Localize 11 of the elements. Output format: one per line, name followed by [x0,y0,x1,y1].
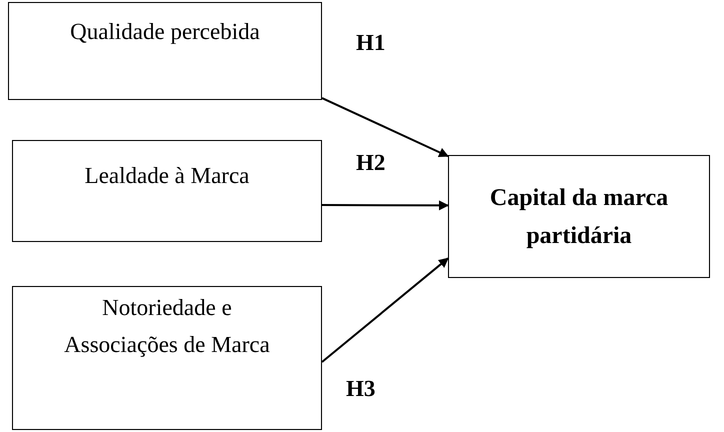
box-label: Qualidade percebida [70,18,260,46]
box-label: Capital da marca partidária [488,184,670,250]
concept-box [8,2,322,100]
concept-box [448,155,710,278]
box-label: Lealdade à Marca [84,162,250,190]
concept-box [12,140,322,242]
arrow [321,258,449,363]
arrow [322,97,449,158]
arrow [322,200,449,210]
box-label: Notoriedade e Associações de Marca [63,294,271,359]
concept-box [12,286,322,430]
